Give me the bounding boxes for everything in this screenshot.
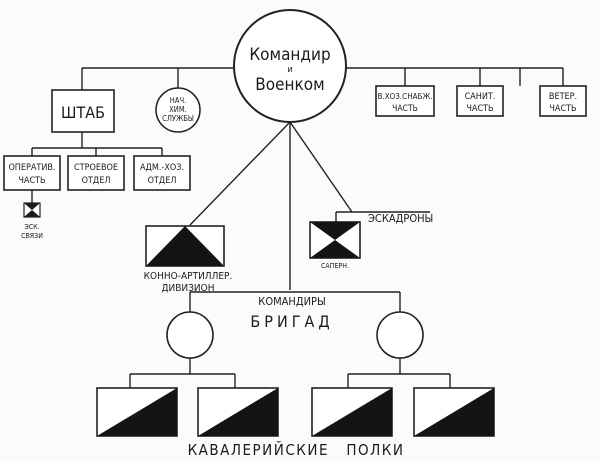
brigades-node: КОМАНДИРЫ БРИГАД: [166, 295, 424, 359]
staff-unit-line2: ОТДЕЛ: [148, 176, 177, 186]
brigades-line1: КОМАНДИРЫ: [258, 295, 325, 308]
commander-node: Командир и Военком: [233, 9, 347, 123]
service-line2: ЧАСТЬ: [466, 104, 493, 114]
service-heads-line1: НАЧ.: [170, 96, 186, 105]
staff-unit-line2: ОТДЕЛ: [82, 176, 111, 186]
service-line2: ЧАСТЬ: [549, 104, 576, 114]
service-line2: ЧАСТЬ: [392, 104, 418, 114]
service-heads-line3: СЛУЖБЫ: [162, 114, 194, 123]
signal-squadron-line2: СВЯЗИ: [21, 232, 43, 240]
regiment-4: [413, 387, 495, 437]
connector-lines: [31, 67, 521, 388]
service-line1: САНИТ.: [465, 92, 496, 102]
staff-unit-admin: АДМ.-ХОЗ. ОТДЕЛ: [133, 155, 191, 191]
signal-squadron-line1: ЭСК.: [24, 223, 39, 231]
staff-unit-line1: СТРОЕВОЕ: [74, 163, 118, 173]
service-veterinary: ВЕТЕР. ЧАСТЬ: [539, 85, 587, 117]
staff-label: ШТАБ: [61, 103, 105, 122]
staff-unit-line1: АДМ.-ХОЗ.: [140, 163, 184, 173]
commander-line2: и: [287, 65, 292, 75]
brigade-commander-right: [376, 311, 424, 359]
artillery-line1: КОННО-АРТИЛЛЕР.: [144, 271, 233, 282]
service-line1: ВЕТЕР.: [549, 92, 577, 102]
regiments-label: КАВАЛЕРИЙСКИЕ ПОЛКИ: [188, 440, 405, 459]
staff-unit-line1: ОПЕРАТИВ.: [8, 163, 55, 173]
squadrons-node: ЭСКАДРОНЫ САПЕРН.: [309, 212, 433, 270]
service-heads-line2: ХИМ.: [169, 105, 187, 114]
regiment-3: [311, 387, 393, 437]
signal-squadron-node: ЭСК. СВЯЗИ: [21, 202, 43, 240]
brigade-commander-left: [166, 311, 214, 359]
staff-unit-drill: СТРОЕВОЕ ОТДЕЛ: [67, 155, 125, 191]
squadrons-label: ЭСКАДРОНЫ: [368, 212, 433, 225]
staff-unit-line2: ЧАСТЬ: [18, 176, 45, 186]
staff-unit-operational: ОПЕРАТИВ. ЧАСТЬ: [3, 155, 61, 191]
artillery-division-node: КОННО-АРТИЛЛЕР. ДИВИЗИОН: [144, 225, 233, 294]
commander-line1: Командир: [249, 45, 330, 65]
regiment-1: [96, 387, 178, 437]
service-heads-node: НАЧ. ХИМ. СЛУЖБЫ: [155, 87, 201, 133]
commander-line3: Военком: [255, 75, 324, 95]
regiment-2: [197, 387, 279, 437]
service-supply: В.ХОЗ.СНАБЖ. ЧАСТЬ: [375, 85, 435, 117]
service-line1: В.ХОЗ.СНАБЖ.: [377, 92, 432, 101]
staff-node: ШТАБ: [51, 89, 115, 133]
artillery-line2: ДИВИЗИОН: [161, 283, 214, 294]
sapper-squadron-label: САПЕРН.: [321, 262, 349, 270]
service-medical: САНИТ. ЧАСТЬ: [456, 85, 504, 117]
brigades-line2: БРИГАД: [250, 312, 333, 331]
